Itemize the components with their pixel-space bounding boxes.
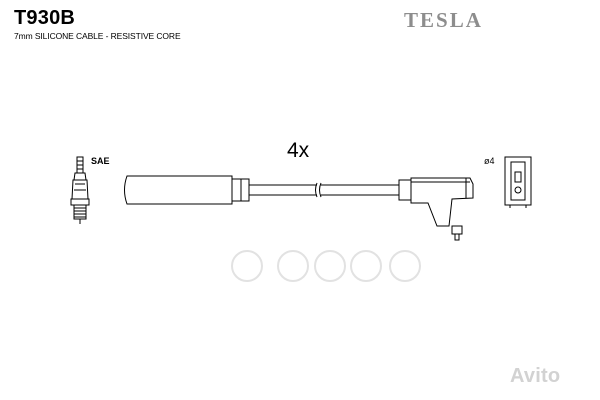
corner-watermark: Avito <box>510 365 561 387</box>
straight-boot <box>124 175 250 205</box>
quantity-label: 4x <box>287 139 310 162</box>
plug-end-label: SAE <box>91 156 110 166</box>
cable-spec: 7mm SILICONE CABLE - RESISTIVE CORE <box>14 31 181 41</box>
coil-end-label: ø4 <box>484 156 495 166</box>
coil-terminal-icon <box>504 156 532 208</box>
ignition-cable <box>249 182 400 198</box>
spark-plug-icon <box>70 156 90 224</box>
brand-logo: TESLA <box>404 8 483 32</box>
center-watermark <box>231 250 421 282</box>
part-number: T930B <box>14 7 76 29</box>
angled-boot <box>398 177 474 241</box>
